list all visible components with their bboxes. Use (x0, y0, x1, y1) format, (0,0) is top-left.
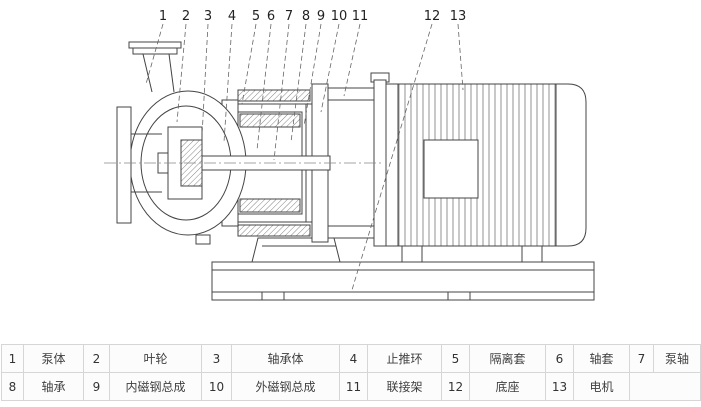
callout-label-1: 1 (159, 9, 167, 24)
callout-label-6: 6 (267, 9, 275, 24)
part-number-cell: 2 (83, 344, 110, 373)
part-number-cell: 8 (1, 372, 24, 401)
part-name-cell: 联接架 (367, 372, 442, 401)
callout-label-5: 5 (252, 9, 260, 24)
callout-label-8: 8 (302, 9, 310, 24)
motor-group (371, 73, 586, 262)
part-name-cell: 泵轴 (653, 344, 701, 373)
part-name-cell: 泵体 (23, 344, 84, 373)
table-row-1: 1 泵体 2 叶轮 3 轴承体 4 止推环 5 隔离套 6 轴套 7 泵轴 (1, 344, 701, 373)
part-name-cell: 叶轮 (109, 344, 202, 373)
part-number-cell: 1 (1, 344, 24, 373)
part-number-cell: 7 (629, 344, 654, 373)
callout-leaders (145, 23, 464, 291)
base-group (212, 262, 594, 300)
part-number-cell: 12 (441, 372, 470, 401)
callout-labels: 1 2 3 4 5 6 7 8 9 10 11 12 13 (159, 9, 466, 24)
part-number-cell: 3 (201, 344, 232, 373)
callout-label-4: 4 (228, 9, 236, 24)
part-number-cell: 6 (545, 344, 574, 373)
part-name-cell: 内磁钢总成 (109, 372, 202, 401)
part-name-cell: 外磁钢总成 (231, 372, 340, 401)
pedestal-group (252, 238, 340, 262)
callout-label-10: 10 (331, 9, 348, 24)
table-row-2: 8 轴承 9 内磁钢总成 10 外磁钢总成 11 联接架 12 底座 13 电机 (1, 372, 701, 401)
part-number-cell: 13 (545, 372, 574, 401)
coupling-frame-group (328, 80, 386, 246)
part-name-cell: 电机 (573, 372, 630, 401)
callout-label-7: 7 (285, 9, 293, 24)
part-name-cell: 止推环 (367, 344, 442, 373)
part-number-cell: 10 (201, 372, 232, 401)
callout-label-13: 13 (450, 9, 467, 24)
part-name-cell: 轴承 (23, 372, 84, 401)
part-name-cell: 隔离套 (469, 344, 546, 373)
callout-label-9: 9 (317, 9, 325, 24)
callout-label-2: 2 (182, 9, 190, 24)
part-name-cell: 轴承体 (231, 344, 340, 373)
part-number-cell: 5 (441, 344, 470, 373)
impeller-shaft-group (104, 127, 384, 199)
empty-cell (629, 372, 701, 401)
part-name-cell: 底座 (469, 372, 546, 401)
callout-label-11: 11 (352, 9, 369, 24)
parts-table: 1 泵体 2 叶轮 3 轴承体 4 止推环 5 隔离套 6 轴套 7 泵轴 8 … (1, 344, 701, 401)
part-number-cell: 11 (339, 372, 368, 401)
pump-technical-drawing: 1 2 3 4 5 6 7 8 9 10 11 12 13 (0, 9, 701, 344)
callout-label-3: 3 (204, 9, 212, 24)
part-number-cell: 4 (339, 344, 368, 373)
part-number-cell: 9 (83, 372, 110, 401)
part-name-cell: 轴套 (573, 344, 630, 373)
callout-label-12: 12 (424, 9, 441, 24)
